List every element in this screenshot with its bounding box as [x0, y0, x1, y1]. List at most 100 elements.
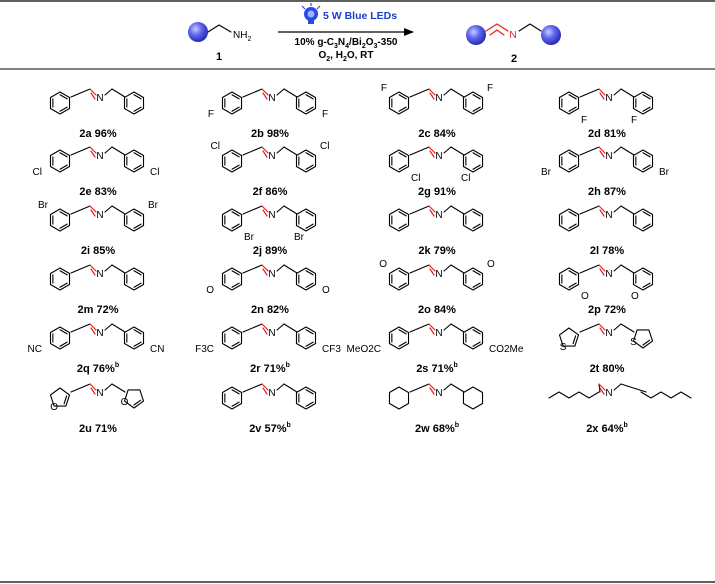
- nitrogen-atom: N: [96, 93, 103, 104]
- led-icon: [301, 3, 321, 24]
- compound-yield: 79%: [434, 245, 456, 257]
- heteroatom: S: [630, 337, 637, 348]
- imine-bond: [261, 383, 269, 391]
- footnote-mark: b: [624, 422, 628, 429]
- heteroatom: O: [121, 397, 129, 408]
- compound-2v: N2v 57%b: [221, 383, 317, 435]
- compound-label: 2n 82%: [251, 304, 289, 316]
- nitrogen-atom: N: [435, 328, 442, 339]
- compound-yield: 76%: [93, 363, 115, 375]
- compound-yield: 82%: [267, 304, 289, 316]
- compound-yield: 72%: [96, 304, 118, 316]
- substituent: O: [379, 259, 387, 270]
- compound-id: 2c: [418, 128, 433, 140]
- nitrogen-atom: N: [268, 93, 275, 104]
- compound-id: 2i: [81, 245, 93, 257]
- compound-label: 2e 83%: [79, 186, 117, 198]
- compound-yield: 98%: [267, 128, 289, 140]
- nitrogen-atom: N: [268, 210, 275, 221]
- substituent: MeO2C: [347, 344, 381, 355]
- compound-id: 2w: [415, 423, 433, 435]
- imine-bond: [428, 88, 436, 96]
- imine-bond: [261, 88, 269, 96]
- compound-label: 2h 87%: [588, 186, 626, 198]
- nitrogen-atom: N: [435, 151, 442, 162]
- imine-bond: [261, 146, 269, 154]
- substituent: CN: [150, 344, 164, 355]
- svg-text:NH2: NH2: [233, 30, 251, 43]
- compound-label: 2q 76%b: [77, 362, 119, 375]
- compound-yield: 71%: [95, 423, 117, 435]
- compound-label: 2m 72%: [78, 304, 119, 316]
- imine-bond: [261, 205, 269, 213]
- imine-bond: [598, 88, 606, 96]
- compound-label: 2r 71%b: [250, 362, 290, 375]
- compound-id: 2s: [416, 363, 431, 375]
- substituent: F: [631, 115, 637, 126]
- compound-yield: 96%: [95, 128, 117, 140]
- compound-2m: N 2m 72%: [49, 264, 145, 316]
- compound-yield: 84%: [434, 304, 456, 316]
- nitrogen-atom: N: [96, 269, 103, 280]
- compound-label: 2w 68%b: [415, 422, 459, 435]
- compound-id: 2a: [79, 128, 94, 140]
- substituent: Cl: [33, 167, 42, 178]
- compound-label: 2k 79%: [418, 245, 456, 257]
- imine-bond: [89, 264, 97, 272]
- heteroatom: S: [560, 342, 567, 353]
- substituent: NC: [28, 344, 42, 355]
- nitrogen-atom: N: [435, 269, 442, 280]
- compound-label: 2l 78%: [590, 245, 624, 257]
- imine-bond: [261, 323, 269, 331]
- substituent: F3C: [195, 344, 214, 355]
- substituent: F: [381, 83, 387, 94]
- compound-yield: 80%: [602, 363, 624, 375]
- compound-id: 2v: [249, 423, 264, 435]
- compound-id: 2q: [77, 363, 93, 375]
- compound-yield: 72%: [604, 304, 626, 316]
- compound-id: 2e: [79, 186, 94, 198]
- compound-label: 2d 81%: [588, 128, 626, 140]
- compound-label: 2v 57%b: [249, 422, 291, 435]
- imine-bond: [598, 264, 606, 272]
- imine-bond: [89, 146, 97, 154]
- nitrogen-atom: N: [435, 93, 442, 104]
- nitrogen-atom: N: [435, 388, 442, 399]
- compound-2w: N 2w 68%b: [388, 383, 484, 435]
- imine-bond: [598, 323, 606, 331]
- compound-yield: 86%: [265, 186, 287, 198]
- light-source-label: 5 W Blue LEDs: [323, 10, 397, 22]
- nitrogen-atom: N: [605, 93, 612, 104]
- substituent: O: [631, 291, 639, 302]
- compound-label: 2t 80%: [590, 363, 625, 375]
- compound-yield: 84%: [434, 128, 456, 140]
- compound-label: 2x 64%b: [586, 422, 628, 435]
- imine-bond: [428, 383, 436, 391]
- compound-label: 2f 86%: [253, 186, 288, 198]
- compound-id: 2m: [78, 304, 97, 316]
- imine-bond: [598, 383, 606, 391]
- compound-id: 2g: [418, 186, 434, 198]
- substituent: O: [322, 285, 330, 296]
- compound-id: 2h: [588, 186, 604, 198]
- imine-bond: [89, 205, 97, 213]
- footnote-mark: b: [286, 362, 290, 369]
- compound-2x: N2x 64%b: [548, 383, 692, 435]
- compound-id: 2p: [588, 304, 604, 316]
- reactant-label: 1: [216, 51, 222, 63]
- imine-nitrogen: N: [509, 30, 516, 41]
- compound-yield: 71%: [431, 363, 453, 375]
- product-2: N 2: [466, 23, 561, 65]
